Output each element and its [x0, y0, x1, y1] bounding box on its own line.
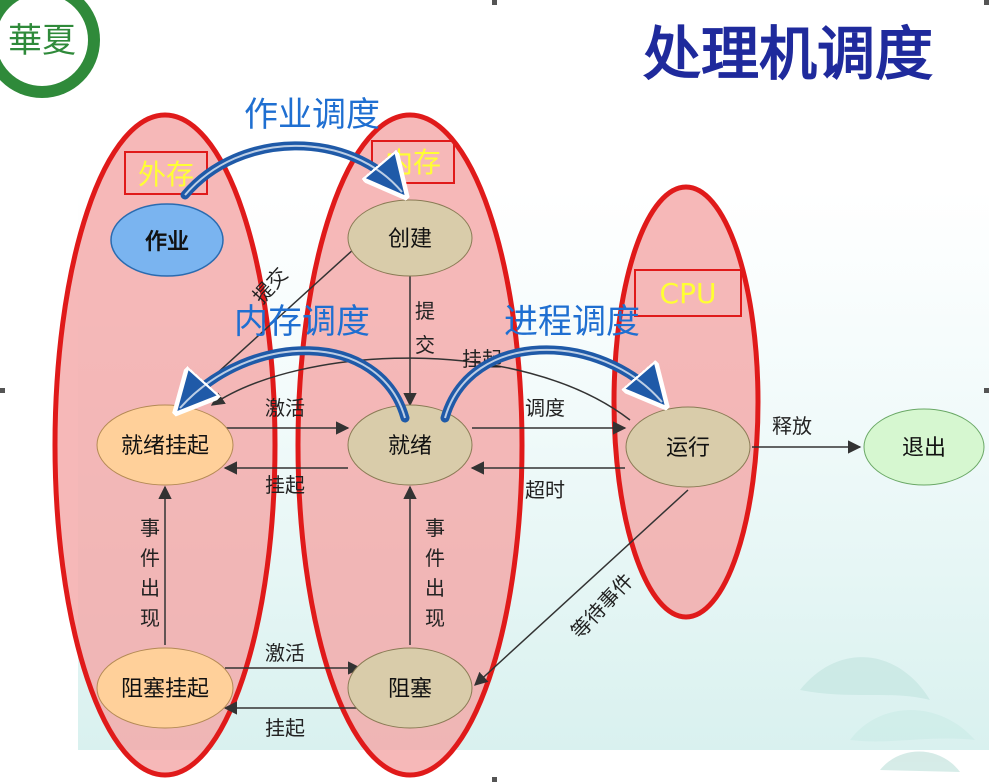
label-submit-v1: 提: [415, 299, 435, 323]
node-exit: 退出: [863, 408, 985, 486]
label-suspend-bottom: 挂起: [265, 716, 305, 740]
arrow-suspend-top: [210, 357, 631, 421]
label-submit-v2: 交: [415, 333, 435, 357]
label-suspend-mid: 挂起: [265, 473, 305, 497]
cpu-region: [611, 184, 761, 620]
node-blocked: 阻塞: [347, 647, 473, 729]
label-activate-top: 激活: [265, 396, 305, 420]
cpu-label-box: [634, 269, 742, 317]
process-scheduling-label: 进程调度: [504, 302, 640, 342]
node-blocked-label: 阻塞: [388, 677, 432, 702]
node-running: 运行: [625, 406, 751, 488]
node-ready: 就绪: [347, 404, 473, 486]
label-event-mid-3: 现: [425, 606, 445, 630]
node-blocked-suspend: 阻塞挂起: [96, 647, 234, 729]
node-ready-suspend-label: 就绪挂起: [121, 434, 209, 459]
job-scheduling-label: 作业调度: [244, 95, 380, 135]
label-event-left-0: 事: [140, 516, 160, 540]
node-create-label: 创建: [388, 227, 432, 252]
university-logo: 華夏: [0, 0, 100, 98]
svg-text:華夏: 華夏: [8, 21, 76, 61]
node-running-label: 运行: [666, 436, 710, 461]
node-exit-label: 退出: [902, 436, 946, 461]
label-event-mid-0: 事: [425, 516, 445, 540]
label-dispatch: 调度: [525, 396, 565, 420]
memory-scheduling-label: 内存调度: [234, 302, 370, 342]
cpu-label: CPU: [660, 277, 717, 310]
node-create: 创建: [347, 199, 473, 277]
transition-arrows: [158, 247, 862, 715]
node-ready-label: 就绪: [388, 434, 432, 459]
label-activate-bottom: 激活: [265, 641, 305, 665]
node-job-label: 作业: [145, 230, 189, 255]
label-event-left-1: 件: [140, 546, 160, 570]
label-event-mid-2: 出: [425, 576, 445, 600]
node-ready-suspend: 就绪挂起: [96, 404, 234, 486]
label-release: 释放: [772, 414, 812, 438]
memory-label: 内存: [385, 146, 441, 179]
arrow-wait-event: [474, 489, 689, 686]
external-label: 外存: [138, 158, 194, 191]
label-timeout: 超时: [525, 478, 565, 502]
page-title: 处理机调度: [643, 20, 933, 88]
decorative-leaves: [800, 657, 975, 772]
label-event-left-3: 现: [140, 606, 160, 630]
node-blocked-suspend-label: 阻塞挂起: [121, 677, 209, 702]
label-event-left-2: 出: [140, 576, 160, 600]
label-event-mid-1: 件: [425, 546, 445, 570]
node-job: 作业: [110, 203, 224, 277]
